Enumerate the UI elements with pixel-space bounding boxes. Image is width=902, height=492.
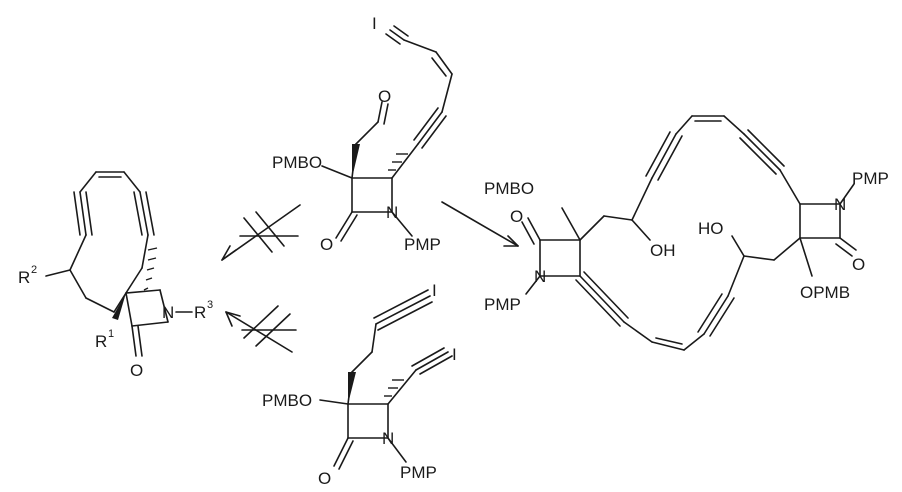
left-stereo-hatch <box>143 247 158 291</box>
blocked-arrow-upper <box>221 204 301 261</box>
precursor-top-iododienyne: I O PMBO N O PMP <box>272 14 453 254</box>
top-iodine: I <box>372 14 377 33</box>
bottom-iodine-1: I <box>432 281 437 300</box>
r1-superscript: 1 <box>108 328 114 340</box>
r1-label: R <box>95 332 107 351</box>
bottom-stereo-wedge <box>348 372 356 404</box>
bottom-labels: I I PMBO N O PMP <box>262 281 457 488</box>
bottom-bonds <box>319 289 453 470</box>
top-stereo-hatch <box>388 153 408 171</box>
left-stereo-wedge <box>112 293 126 320</box>
bottom-carbonyl-o: O <box>318 469 331 488</box>
bottom-stereo-hatch <box>384 379 404 397</box>
macro-pmp-right: PMP <box>852 169 889 188</box>
r3-label: R <box>194 303 206 322</box>
macro-n-right: N <box>834 195 846 214</box>
macro-n-left: N <box>534 267 546 286</box>
macro-pmbo: PMBO <box>484 179 534 198</box>
top-aldehyde-o: O <box>378 87 391 106</box>
r2-superscript: 2 <box>31 264 37 276</box>
bottom-iodine-2: I <box>452 345 457 364</box>
precursor-bottom-diiododiyne: I I PMBO N O PMP <box>262 281 457 488</box>
macro-ho: HO <box>698 219 724 238</box>
left-labels: R 2 R 1 N R 3 O <box>18 264 213 380</box>
macro-carbonyl-o-left: O <box>510 207 523 226</box>
r2-label: R <box>18 268 30 287</box>
top-bonds <box>321 25 453 242</box>
top-labels: I O PMBO N O PMP <box>272 14 441 254</box>
top-stereo-wedge <box>352 144 360 178</box>
top-n-atom: N <box>386 203 398 222</box>
macro-oh: OH <box>650 241 676 260</box>
bottom-pmbo: PMBO <box>262 391 312 410</box>
macro-pmp-left: PMP <box>484 295 521 314</box>
blocked-arrow-lower <box>225 305 297 353</box>
top-pmbo: PMBO <box>272 153 322 172</box>
macro-bonds <box>521 115 857 351</box>
macro-labels: PMBO O N PMP OH HO N PMP O OPMB <box>484 169 889 314</box>
macrocyclic-dimer: PMBO O N PMP OH HO N PMP O OPMB <box>484 115 889 351</box>
bottom-pmp: PMP <box>400 463 437 482</box>
macro-carbonyl-o-right: O <box>852 255 865 274</box>
left-carbonyl-o: O <box>130 361 143 380</box>
macro-opmb: OPMB <box>800 283 850 302</box>
bottom-n-atom: N <box>382 429 394 448</box>
left-n-atom: N <box>162 303 174 322</box>
r3-superscript: 3 <box>207 299 213 311</box>
top-carbonyl-o: O <box>320 235 333 254</box>
top-pmp: PMP <box>404 235 441 254</box>
target-bicyclic-enediyne-lactam: R 2 R 1 N R 3 O <box>18 171 213 380</box>
forward-arrow <box>441 201 519 247</box>
left-bonds <box>45 171 193 357</box>
